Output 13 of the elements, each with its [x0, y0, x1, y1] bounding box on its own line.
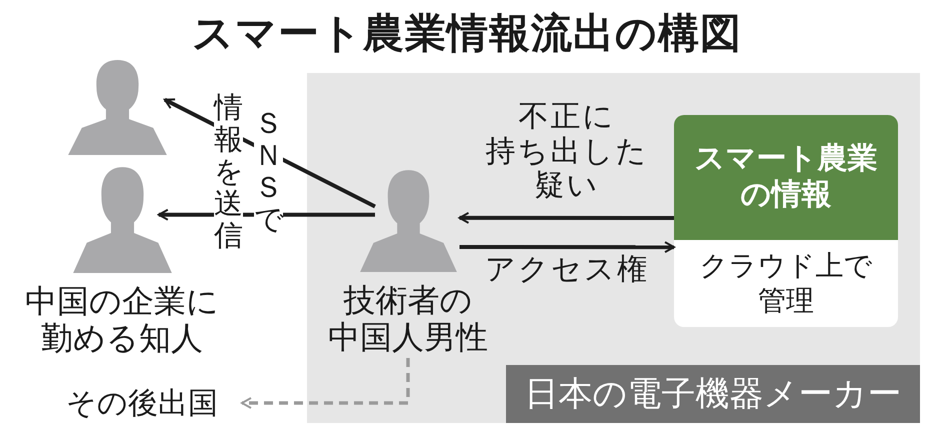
- edge-label: 不正に持ち出した疑い: [484, 100, 650, 204]
- person-label: 中国の企業に勤める知人: [24, 283, 220, 357]
- dashed-arrow: [241, 358, 410, 409]
- company-area: [307, 73, 920, 423]
- card-heading: スマート農業の情報: [674, 115, 898, 240]
- vertical-label: 情報を送信: [214, 92, 243, 252]
- arrow: [460, 241, 675, 254]
- info-card: [674, 115, 898, 327]
- arrow: [458, 212, 674, 224]
- company-label: 日本の電子機器メーカー: [506, 365, 920, 423]
- card-text: クラウド上で管理: [698, 248, 874, 318]
- outcome-text: その後出国: [66, 385, 219, 423]
- diagram-title: スマート農業情報流出の構図: [191, 8, 743, 59]
